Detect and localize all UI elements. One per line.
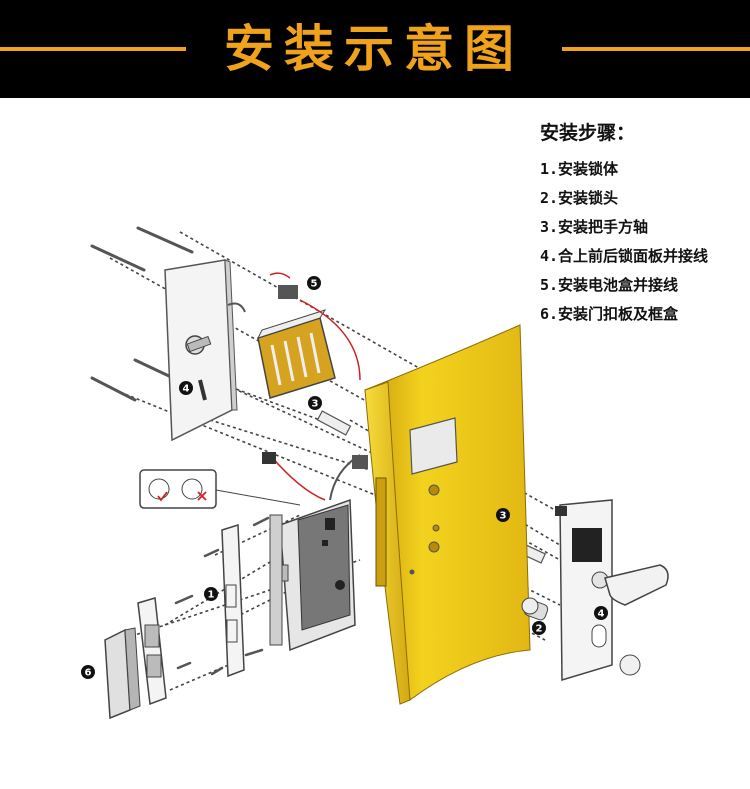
frame-box <box>104 627 141 720</box>
spindle-back <box>316 410 352 436</box>
svg-text:6: 6 <box>85 668 92 679</box>
svg-text:1: 1 <box>208 590 215 601</box>
mortise-lock-body <box>262 452 368 652</box>
long-screws <box>90 226 194 402</box>
front-handle-panel <box>555 499 669 682</box>
header-banner: 安装示意图 <box>0 0 750 98</box>
exploded-lock-diagram: 1 2 3 3 4 4 5 6 <box>81 226 669 720</box>
svg-text:2: 2 <box>536 624 543 635</box>
svg-text:3: 3 <box>500 511 507 522</box>
step-item-4: 4.合上前后锁面板并接线 <box>540 247 709 265</box>
small-screws <box>174 516 270 676</box>
callout-4-front: 4 <box>594 606 608 620</box>
cross-mark-icon <box>197 491 207 501</box>
step-item-3: 3.安装把手方轴 <box>540 218 649 236</box>
callout-3-back: 3 <box>308 396 322 410</box>
installation-steps: 安装步骤： 1.安装锁体 2.安装锁头 3.安装把手方轴 4.合上前后锁面板并接… <box>540 118 745 329</box>
step-item-1: 1.安装锁体 <box>540 160 619 178</box>
callout-5: 5 <box>307 276 321 290</box>
svg-text:4: 4 <box>183 384 190 395</box>
callout-1: 1 <box>204 587 218 601</box>
header-rule-right <box>562 47 750 51</box>
check-mark-icon <box>157 491 168 502</box>
step-item-6: 6.安装门扣板及框盒 <box>540 305 679 323</box>
step-item-2: 2.安装锁头 <box>540 189 619 207</box>
strike-plate <box>137 597 167 706</box>
spindle-orientation-inset <box>139 469 301 509</box>
back-panel <box>164 259 246 442</box>
header-rule-left <box>0 47 186 51</box>
lock-face-plate <box>221 523 245 678</box>
steps-heading: 安装步骤： <box>540 122 636 144</box>
step-item-5: 5.安装电池盒并接线 <box>540 276 679 294</box>
callout-6: 6 <box>81 665 95 679</box>
door-panel <box>364 324 531 705</box>
callout-2: 2 <box>532 621 546 635</box>
svg-text:4: 4 <box>598 609 605 620</box>
svg-text:5: 5 <box>311 279 318 290</box>
callout-4-back: 4 <box>179 381 193 395</box>
battery-box <box>257 272 361 399</box>
callout-3-front: 3 <box>496 508 510 522</box>
callout-badges: 1 2 3 3 4 4 5 6 <box>81 276 608 679</box>
svg-text:3: 3 <box>312 399 319 410</box>
lock-cylinder <box>521 597 549 621</box>
page-title: 安装示意图 <box>224 20 524 78</box>
